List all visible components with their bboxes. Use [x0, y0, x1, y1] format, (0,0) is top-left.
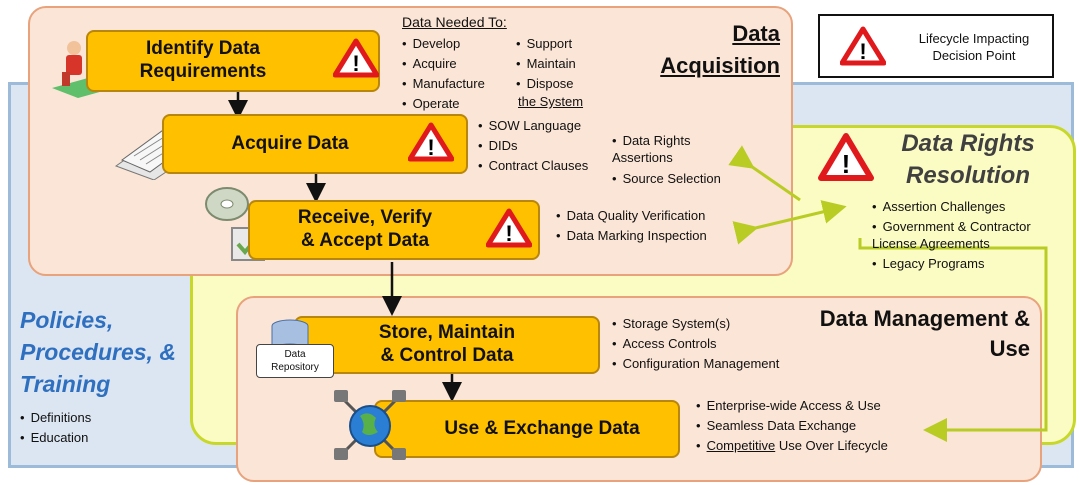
data-rights-title: Data Rights Resolution — [878, 128, 1058, 192]
identify-label-line1: Identify Data — [145, 38, 260, 60]
store-label-line2: & Control Data — [380, 345, 514, 366]
data-rights-bullet: Government & Contractor License Agreemen… — [872, 218, 1068, 252]
data-needed-item: Develop — [402, 34, 485, 54]
use-bullets: Enterprise-wide Access & Use Seamless Da… — [696, 396, 888, 456]
receive-label-line2: & Accept Data — [300, 230, 430, 251]
data-rights-assertion-bullets: Data Rights Assertions Source Selection — [612, 132, 742, 187]
data-management-title-line2: Use — [989, 336, 1030, 361]
use-over-lifecycle-text: Use Over Lifecycle — [775, 438, 888, 453]
policies-bullet: Education — [20, 428, 91, 448]
data-needed-footer: the System — [518, 94, 584, 109]
receive-bullets: Data Quality Verification Data Marking I… — [556, 206, 707, 246]
data-needed-item: Acquire — [402, 54, 485, 74]
data-rights-title-line2: Resolution — [906, 162, 1030, 189]
identify-data-requirements-box: Identify Data Requirements — [86, 30, 380, 92]
use-bullet: Enterprise-wide Access & Use — [696, 396, 888, 416]
data-management-title-line1: Data Management & — [819, 306, 1030, 331]
identify-label-line2: Requirements — [139, 61, 267, 82]
store-bullet: Access Controls — [612, 334, 779, 354]
legend: ! Lifecycle Impacting Decision Point — [818, 14, 1054, 78]
store-bullets: Storage System(s) Access Controls Config… — [612, 314, 780, 374]
policies-title-line3: Training — [20, 371, 111, 397]
svg-text:!: ! — [505, 221, 512, 246]
competitive-text: Competitive — [706, 438, 776, 453]
svg-text:!: ! — [859, 39, 866, 64]
policies-bullets: Definitions Education — [20, 408, 92, 448]
acquire-data-label: Acquire Data — [231, 132, 349, 154]
receive-bullet: Data Quality Verification — [556, 206, 707, 226]
data-needed-col1: Develop Acquire Manufacture Operate — [402, 34, 485, 114]
data-acquisition-title: Data Acquisition — [630, 18, 780, 82]
repository-line2: Repository — [271, 362, 319, 373]
repository-line1: Data — [284, 349, 306, 360]
receive-label-line1: Receive, Verify — [297, 207, 433, 229]
globe-network-icon — [332, 388, 408, 469]
rights-assertion-bullet: Data Rights Assertions — [612, 132, 742, 166]
data-needed-col2: Support Maintain Dispose — [516, 34, 576, 94]
svg-text:!: ! — [842, 149, 851, 179]
data-needed-item: Dispose — [516, 74, 576, 94]
acquire-bullet: SOW Language — [478, 116, 588, 136]
data-needed-item: Manufacture — [402, 74, 485, 94]
warning-triangle-icon: ! — [408, 122, 454, 162]
store-bullet: Configuration Management — [612, 354, 780, 374]
data-acquisition-title-line1: Data — [732, 21, 780, 46]
warning-triangle-icon: ! — [818, 132, 874, 182]
use-exchange-data-box: Use & Exchange Data — [374, 400, 680, 458]
cd-disc-icon — [204, 184, 250, 229]
data-rights-bullets: Assertion Challenges Government & Contra… — [872, 198, 1068, 272]
receive-bullet: Data Marking Inspection — [556, 226, 707, 246]
legend-text: Lifecycle Impacting Decision Point — [918, 31, 1030, 63]
data-needed-item: Maintain — [516, 54, 576, 74]
use-bullet: Competitive Use Over Lifecycle — [696, 436, 888, 456]
data-needed-header: Data Needed To: — [402, 14, 507, 30]
warning-triangle-icon: ! — [840, 26, 886, 66]
data-needed-item: Operate — [402, 94, 485, 114]
rights-assertion-bullet: Source Selection — [612, 170, 742, 187]
data-acquisition-title-line2: Acquisition — [660, 53, 780, 78]
data-repository-label: Data Repository — [256, 344, 334, 378]
store-maintain-control-box: Store, Maintain & Control Data — [294, 316, 600, 374]
policies-title: Policies, Procedures, & Training — [20, 304, 176, 400]
receive-verify-accept-box: Receive, Verify & Accept Data — [248, 200, 540, 260]
data-rights-title-line1: Data Rights — [901, 130, 1035, 157]
policies-title-line2: Procedures, & — [20, 339, 176, 365]
use-exchange-label: Use & Exchange Data — [444, 417, 640, 439]
arrow-rights-to-receive — [732, 200, 847, 245]
svg-text:!: ! — [352, 51, 359, 76]
acquire-bullet: Contract Clauses — [478, 156, 589, 176]
acquire-bullet: DIDs — [478, 136, 588, 156]
data-needed-item: Support — [516, 34, 576, 54]
store-label-line1: Store, Maintain — [378, 322, 516, 344]
data-rights-bullet: Assertion Challenges — [872, 198, 1068, 215]
acquire-data-bullets: SOW Language DIDs Contract Clauses — [478, 116, 589, 176]
policies-title-line1: Policies, — [20, 307, 114, 333]
policies-bullet: Definitions — [20, 408, 92, 428]
warning-triangle-icon: ! — [486, 208, 532, 248]
arrow-rights-to-acquire — [728, 145, 801, 202]
store-bullet: Storage System(s) — [612, 314, 779, 334]
use-bullet: Seamless Data Exchange — [696, 416, 888, 436]
data-rights-bullet: Legacy Programs — [872, 255, 1068, 272]
data-management-title: Data Management & Use — [740, 304, 1030, 364]
svg-text:!: ! — [427, 135, 434, 160]
warning-triangle-icon: ! — [333, 38, 379, 78]
